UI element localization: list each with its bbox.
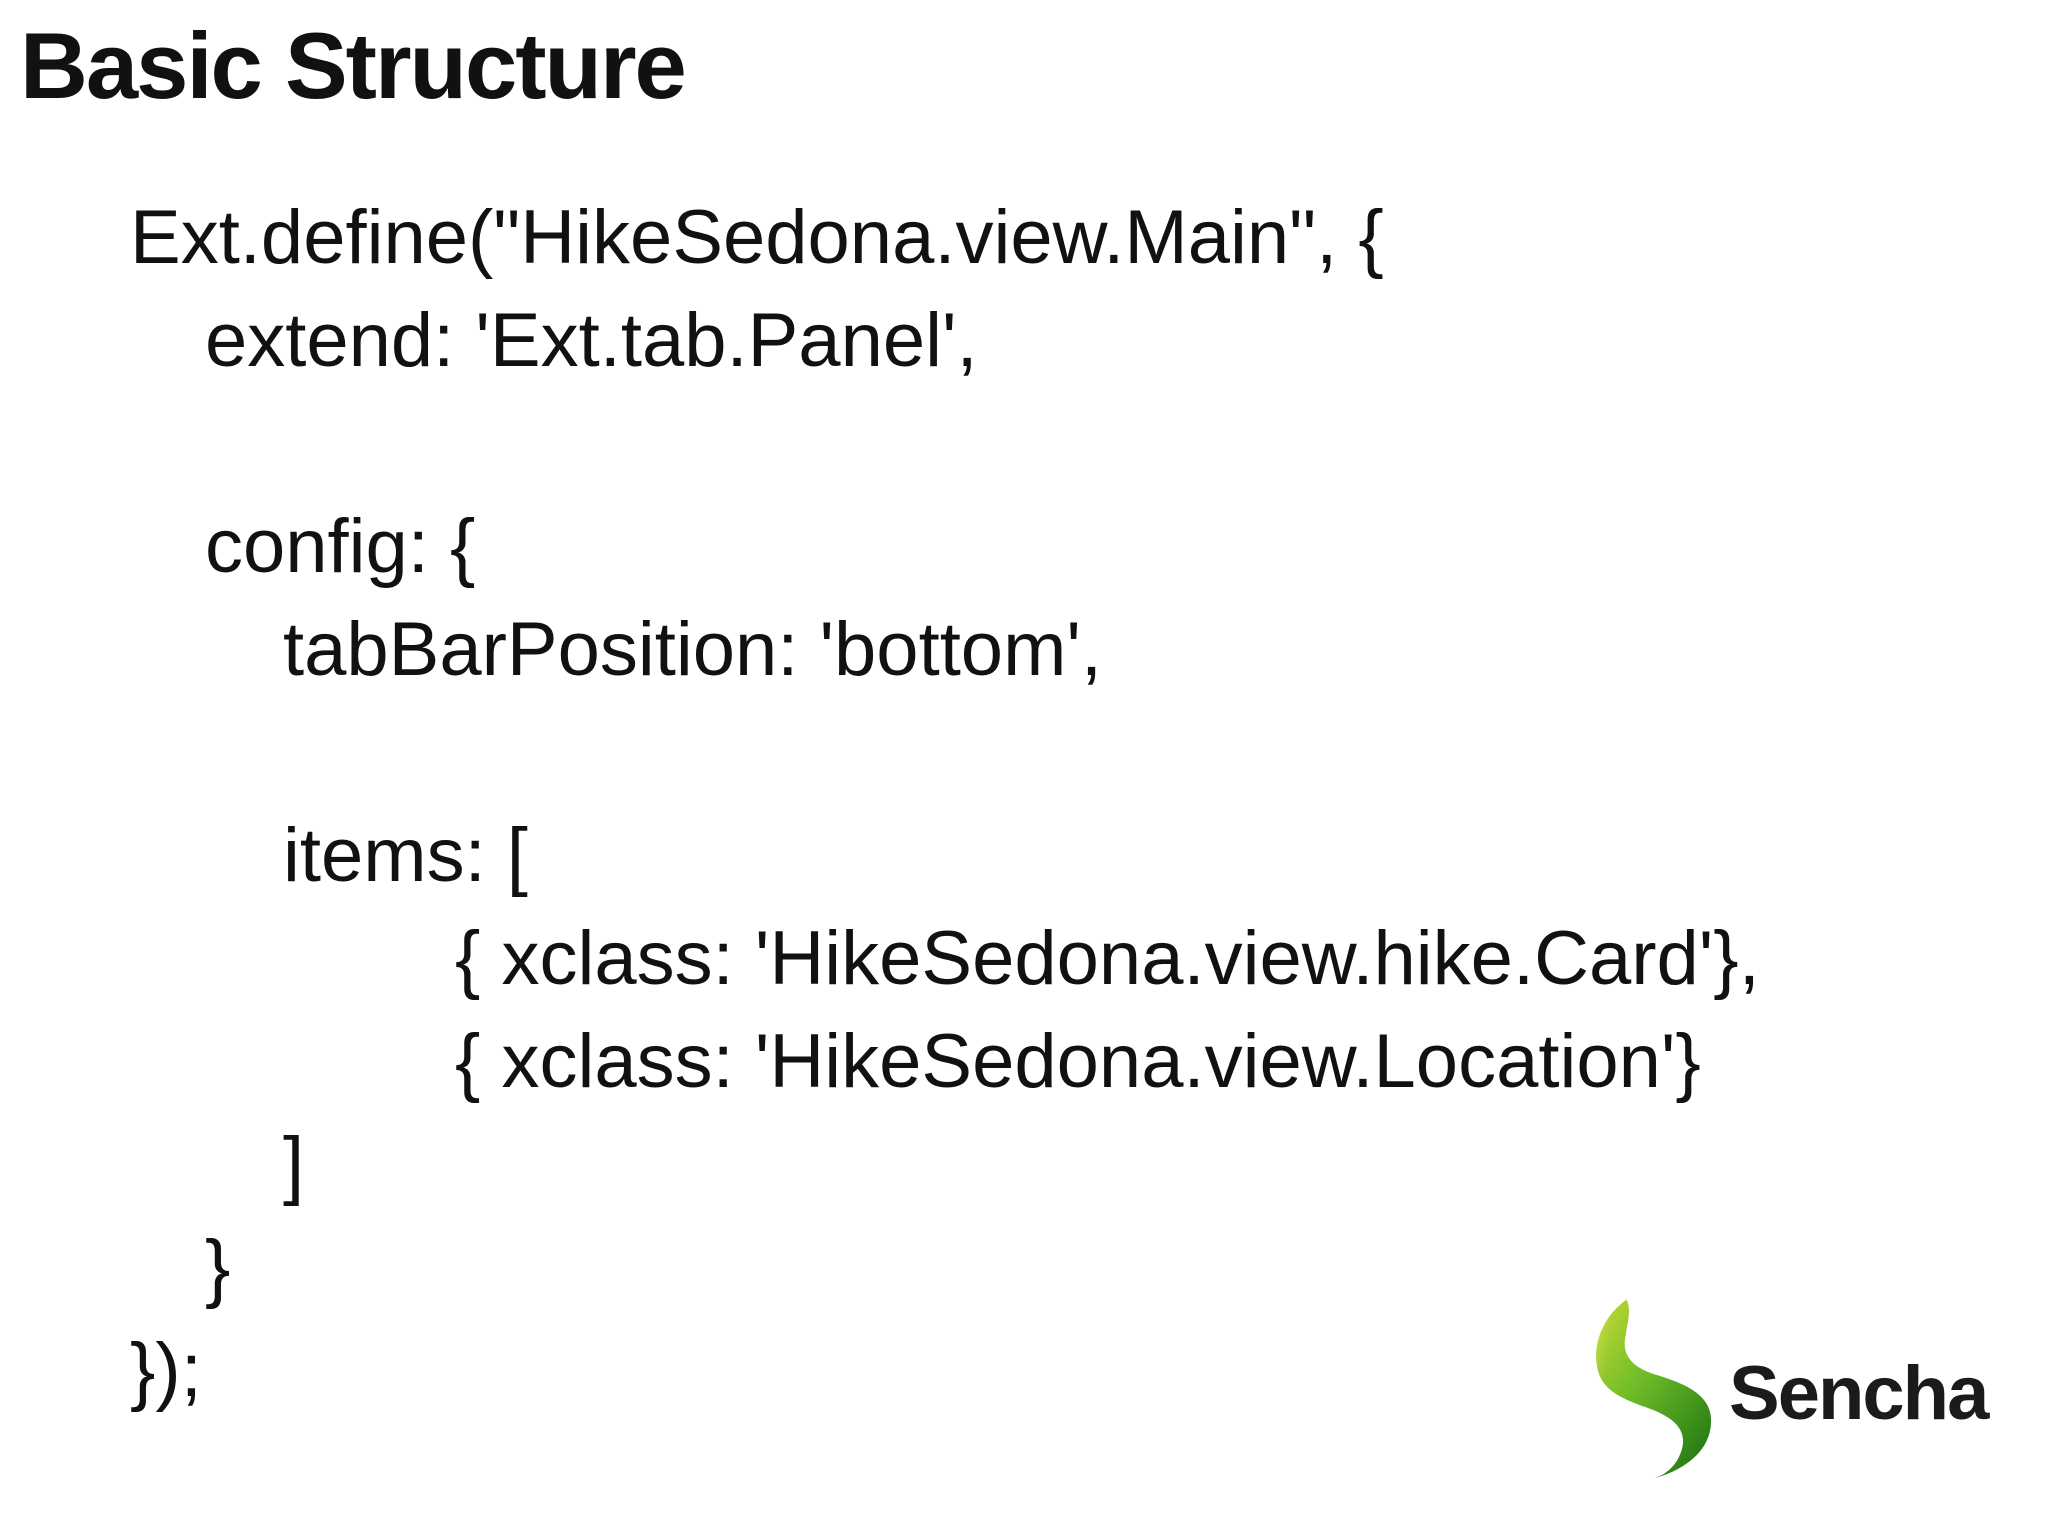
code-line bbox=[130, 701, 1760, 804]
sencha-leaf-icon bbox=[1596, 1299, 1712, 1479]
code-line: ] bbox=[283, 1122, 305, 1207]
sencha-wordmark: Sencha bbox=[1729, 1351, 1989, 1436]
code-line bbox=[130, 392, 1760, 495]
code-line: { xclass: 'HikeSedona.view.hike.Card'}, bbox=[455, 916, 1760, 1001]
code-line: tabBarPosition: 'bottom', bbox=[283, 607, 1103, 692]
code-line: config: { bbox=[205, 504, 476, 589]
code-block: Ext.define("HikeSedona.view.Main", { exte… bbox=[130, 186, 1760, 1422]
code-line: extend: 'Ext.tab.Panel', bbox=[205, 298, 978, 383]
code-line: Ext.define("HikeSedona.view.Main", { bbox=[130, 195, 1384, 280]
code-line: } bbox=[205, 1225, 231, 1310]
code-line: { xclass: 'HikeSedona.view.Location'} bbox=[455, 1019, 1701, 1104]
code-line: items: [ bbox=[283, 813, 528, 898]
sencha-logo: Sencha bbox=[1593, 1296, 1989, 1482]
slide-title: Basic Structure bbox=[20, 13, 687, 118]
code-line: }); bbox=[130, 1328, 202, 1413]
